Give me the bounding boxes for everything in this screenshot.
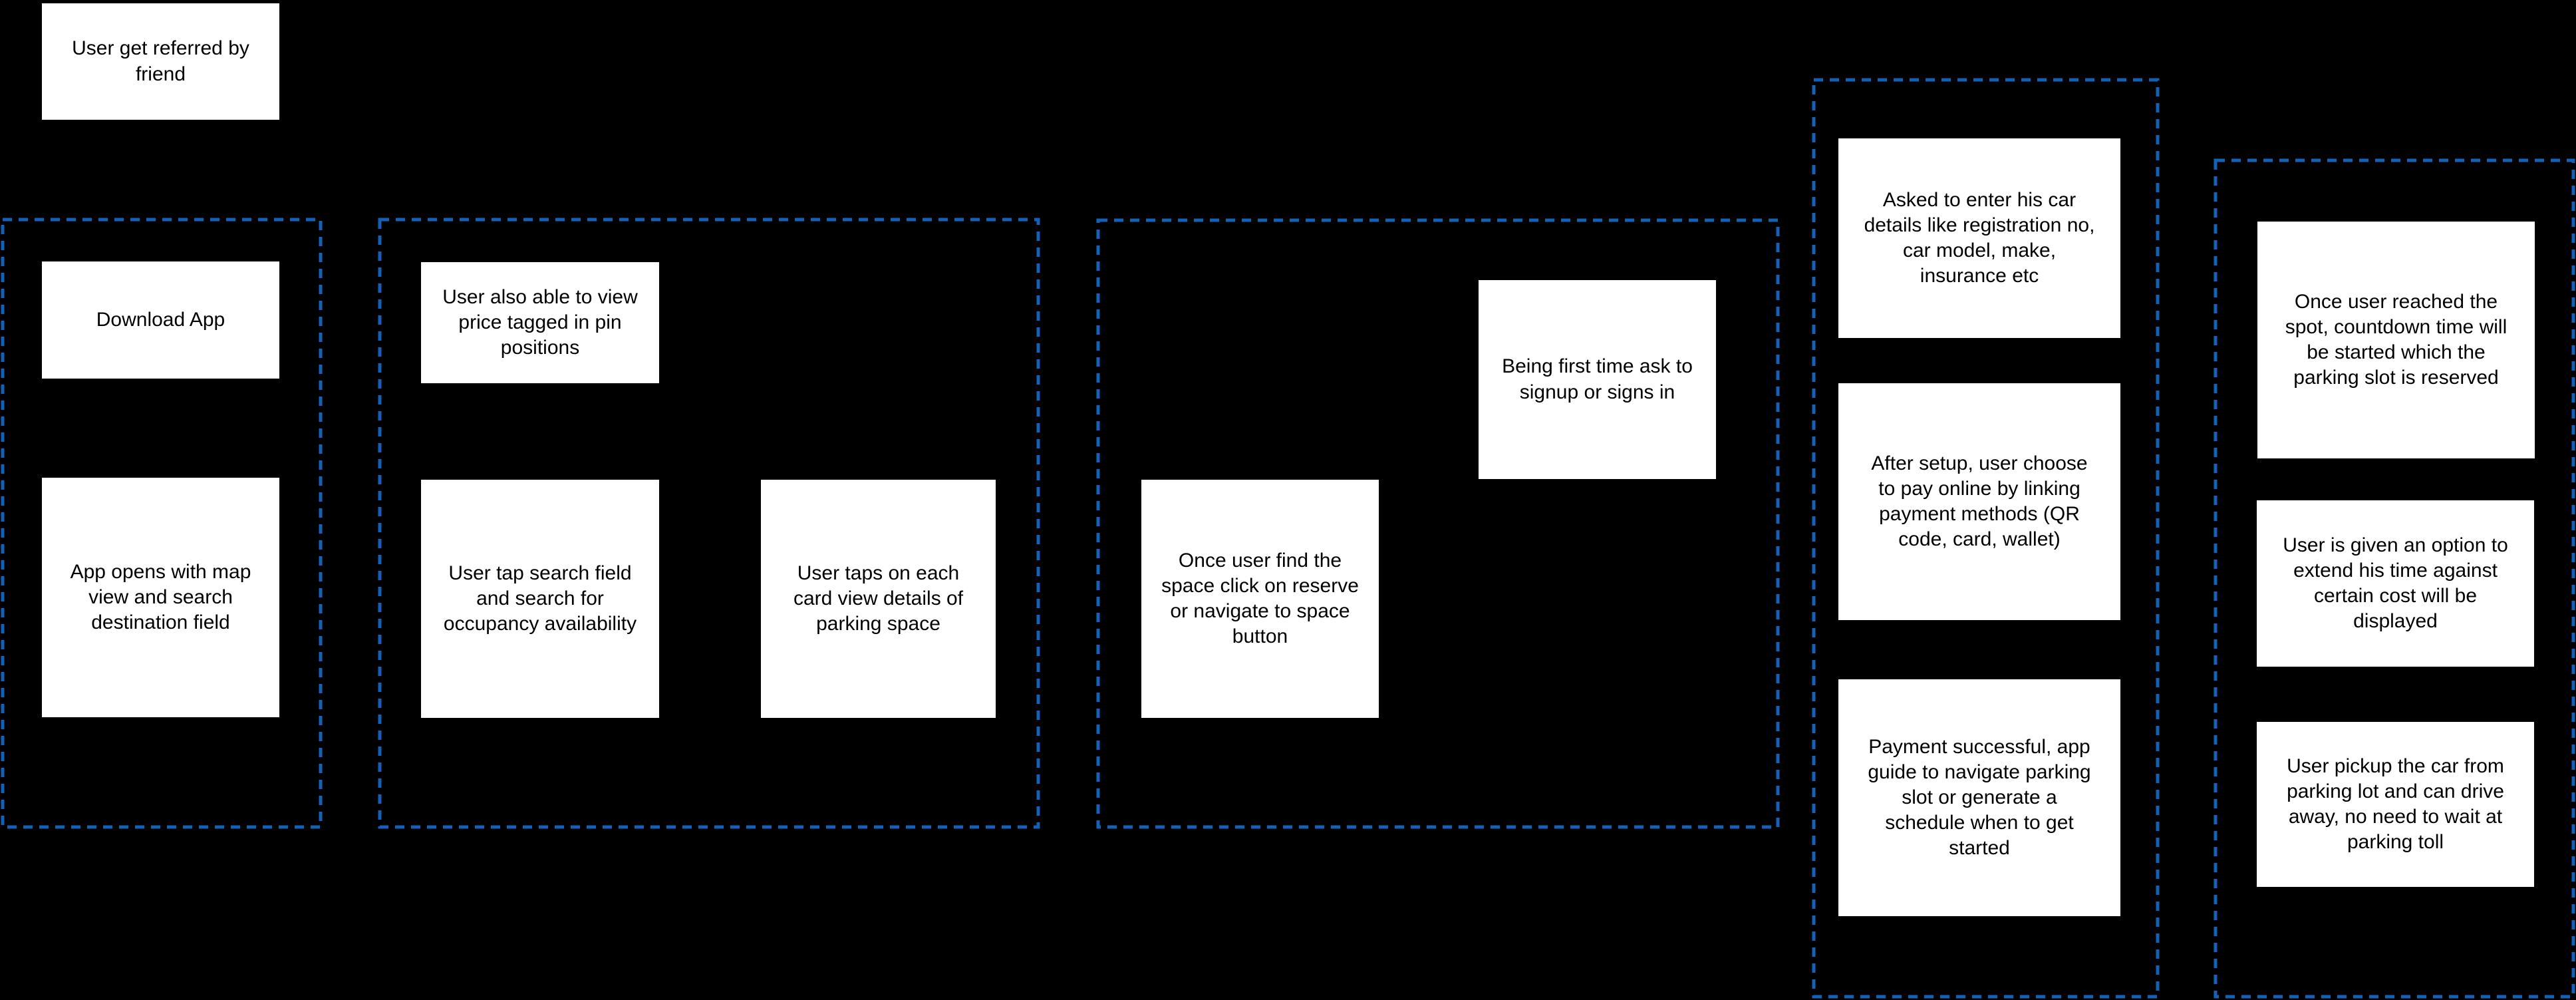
- group-frame-3[interactable]: [1096, 218, 1780, 829]
- flow-node-pickup-car[interactable]: User pickup the car from parking lot and…: [2257, 722, 2534, 887]
- flow-node-reserve-navigate[interactable]: Once user find the space click on reserv…: [1141, 480, 1379, 718]
- flow-node-signup-signin[interactable]: Being first time ask to signup or signs …: [1479, 280, 1716, 479]
- group-frame-2[interactable]: [378, 218, 1040, 829]
- flow-node-car-details[interactable]: Asked to enter his car details like regi…: [1838, 138, 2120, 338]
- flow-node-payment-setup[interactable]: After setup, user choose to pay online b…: [1838, 383, 2120, 620]
- group-frame-4[interactable]: [1812, 78, 2160, 999]
- flow-node-countdown-start[interactable]: Once user reached the spot, countdown ti…: [2257, 222, 2535, 458]
- group-frame-5[interactable]: [2214, 158, 2575, 999]
- flow-node-download-app[interactable]: Download App: [42, 261, 279, 379]
- flow-node-card-view-details[interactable]: User taps on each card view details of p…: [761, 480, 996, 718]
- flow-node-payment-success[interactable]: Payment successful, app guide to navigat…: [1838, 679, 2120, 916]
- flow-node-tap-search-field[interactable]: User tap search field and search for occ…: [421, 480, 659, 718]
- flow-node-referred-by-friend[interactable]: User get referred by friend: [42, 3, 279, 120]
- flow-node-price-pins[interactable]: User also able to view price tagged in p…: [421, 262, 659, 383]
- flow-node-extend-time[interactable]: User is given an option to extend his ti…: [2257, 500, 2534, 667]
- flow-node-map-view-search[interactable]: App opens with map view and search desti…: [42, 478, 279, 717]
